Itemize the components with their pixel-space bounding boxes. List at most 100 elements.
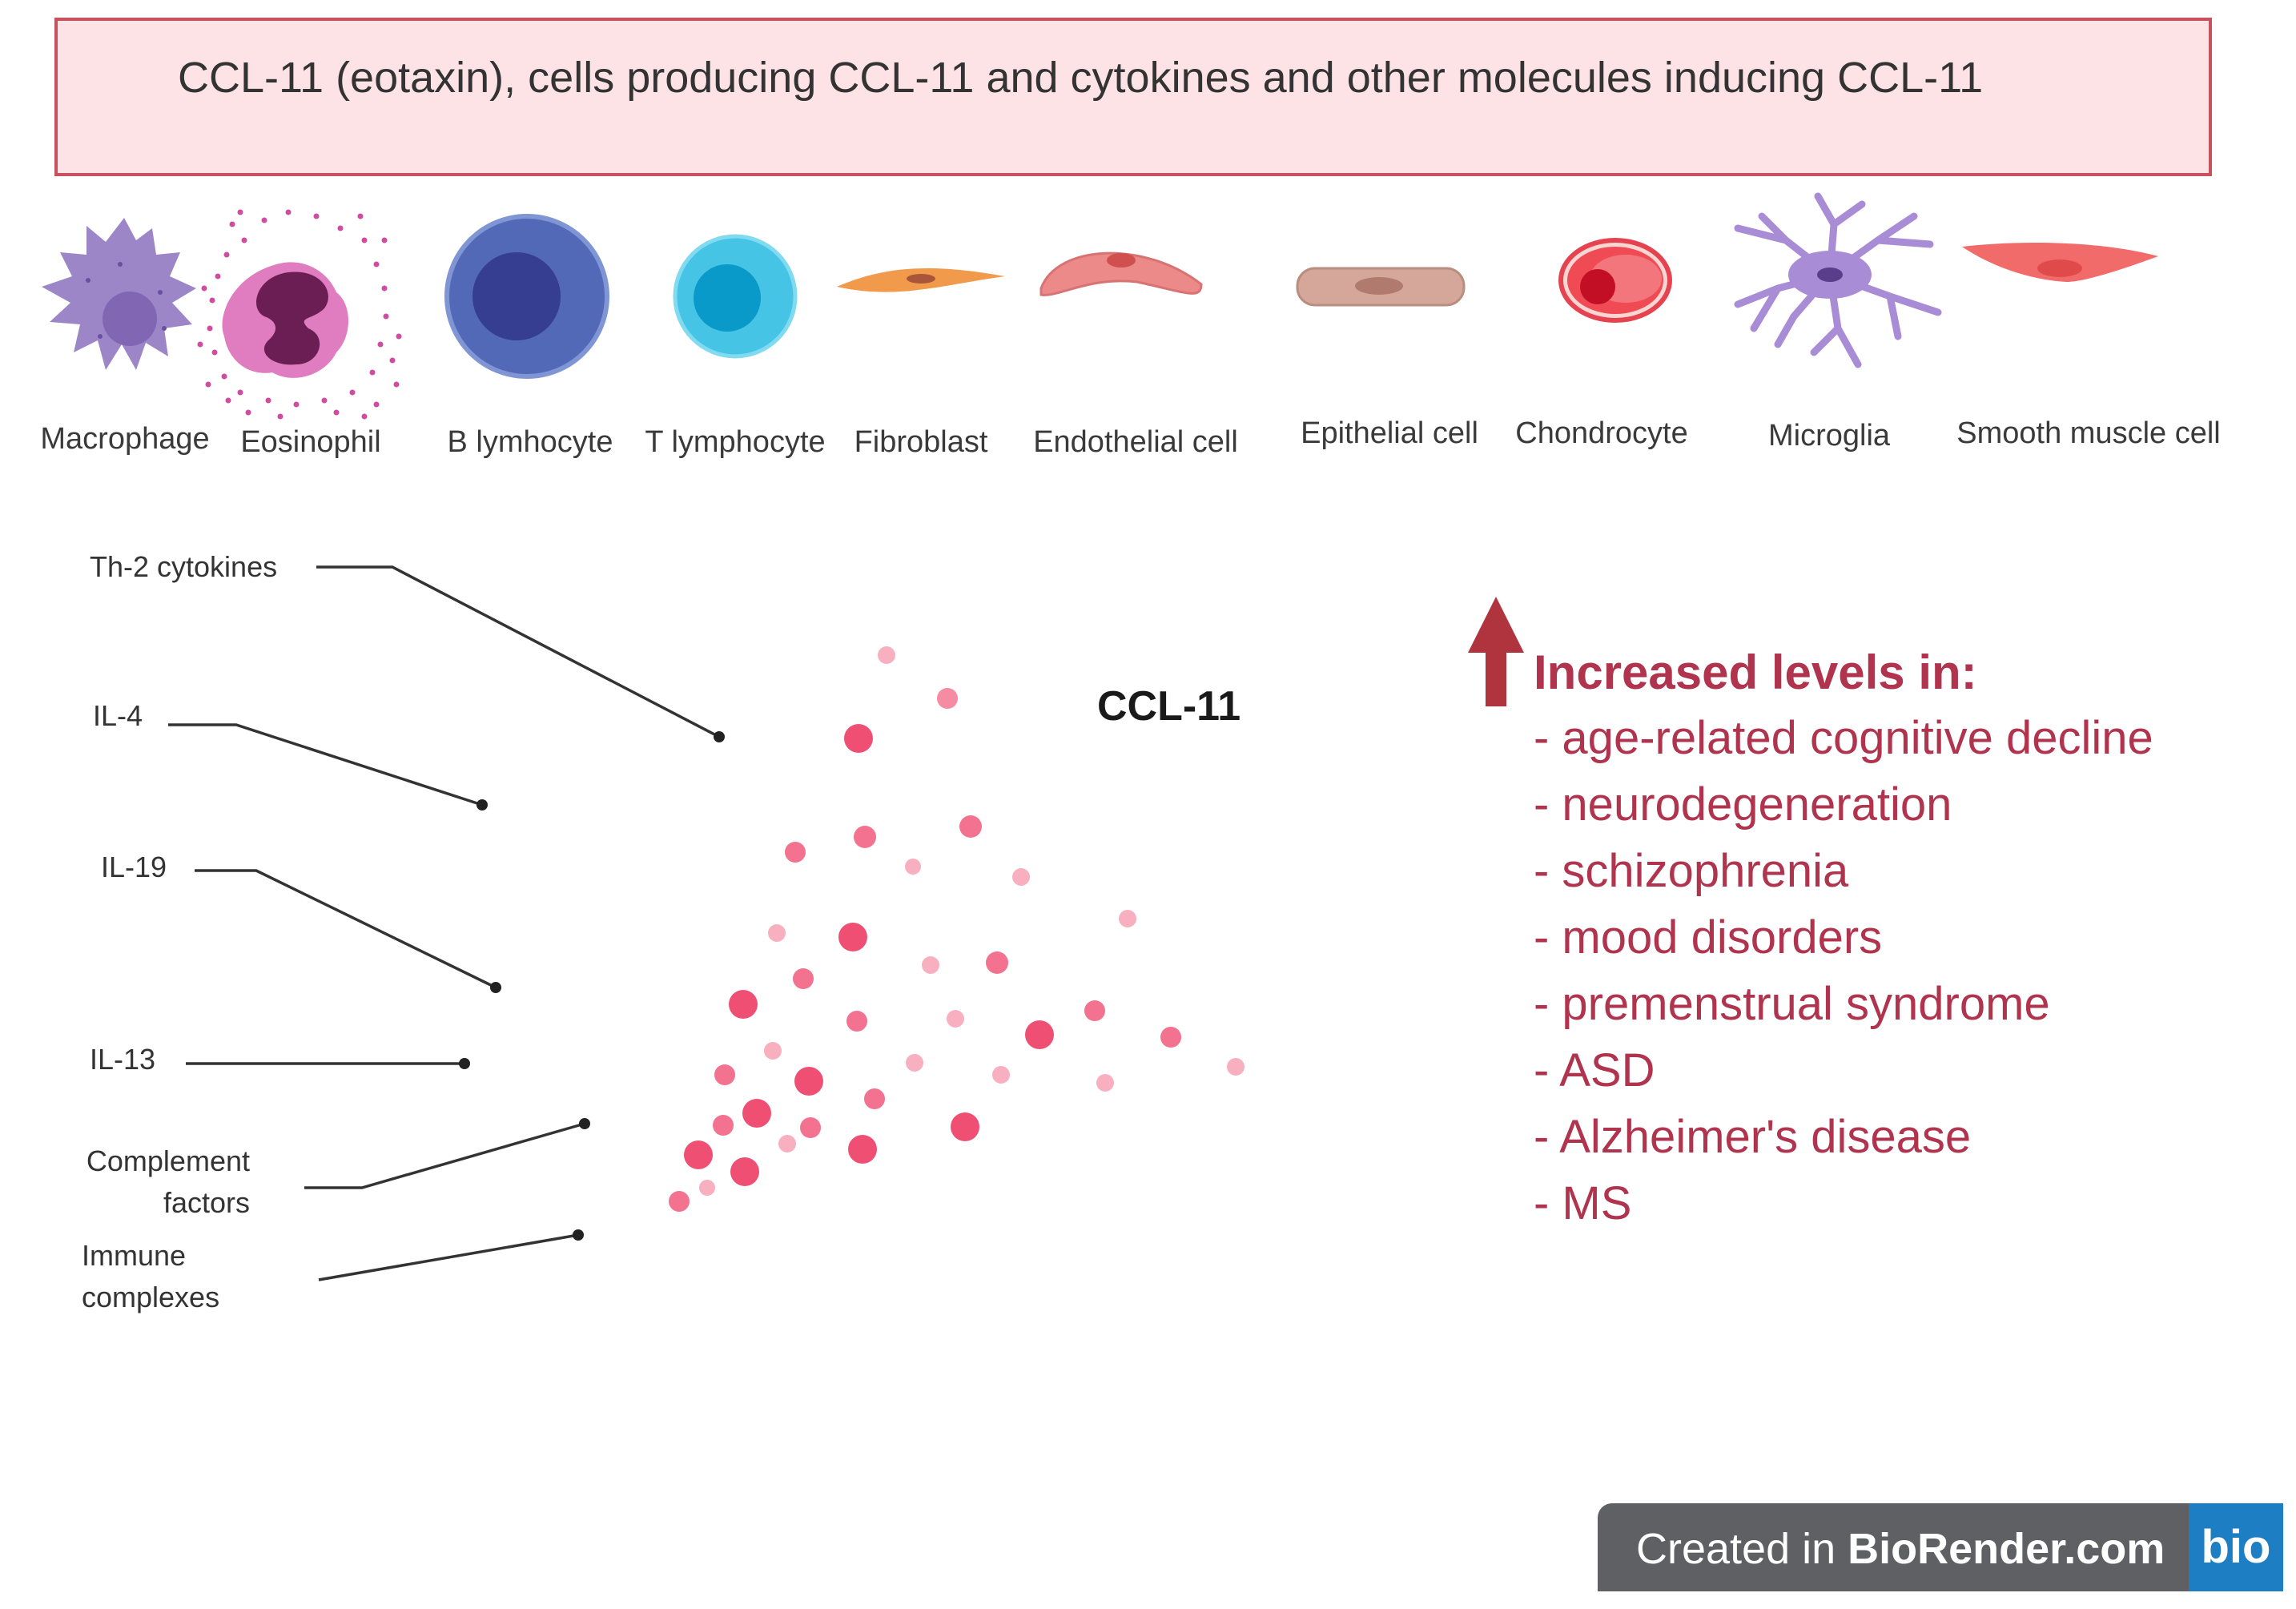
up-arrow-icon [1468, 597, 1524, 706]
b-lymphocyte-icon [444, 214, 609, 379]
eosinophil-granule [209, 297, 215, 304]
connector-end-il4 [476, 799, 488, 811]
ccl11-molecule-dot [947, 1010, 964, 1028]
eosinophil-granule [225, 397, 231, 404]
ccl11-molecule-dot [986, 951, 1008, 974]
eosinophil-granule [361, 413, 368, 420]
ccl11-molecule-dot [800, 1117, 821, 1138]
cell-label-epithelial-cell: Epithelial cell [1301, 416, 1478, 450]
stimulus-label-complement-factors: Complement factors [86, 1144, 250, 1219]
ccl11-molecule-dot [906, 1054, 923, 1072]
ccl11-molecule-dot [1160, 1027, 1181, 1048]
increased-levels-list: - age-related cognitive decline - neurod… [1534, 705, 2153, 1237]
ccl11-molecule-dot [713, 1115, 734, 1136]
ccl11-molecule-dot [951, 1112, 979, 1141]
stimulus-label-il19: IL-19 [101, 851, 167, 883]
connector-end-il19 [490, 982, 501, 993]
eosinophil-granule [221, 373, 227, 380]
eosinophil-granule [383, 313, 389, 320]
eosinophil-granule [293, 401, 300, 408]
cell-label-eosinophil: Eosinophil [240, 425, 381, 459]
ccl11-molecule-dot [878, 646, 895, 664]
condition-item: - mood disorders [1534, 911, 1883, 963]
eosinophil-granule [349, 389, 356, 396]
macrophage-icon [42, 218, 196, 370]
eosinophil-granule [361, 237, 368, 243]
eosinophil-granule [277, 413, 283, 420]
badge-prefix: Created in [1636, 1525, 1848, 1573]
cell-label-t-lymphocyte: T lymphocyte [645, 425, 826, 459]
ccl11-molecule-dot [864, 1088, 885, 1109]
eosinophil-granule [201, 285, 207, 292]
cell-label-microglia: Microglia [1767, 419, 1891, 453]
connector-complement [304, 1122, 585, 1189]
ccl11-molecule-dot [729, 990, 758, 1019]
title-text: CCL-11 (eotaxin), cells producing CCL-11… [178, 54, 1984, 102]
eosinophil-granule [207, 325, 213, 332]
eosinophil-granule [337, 225, 344, 231]
eosinophil-granule [373, 401, 380, 408]
ccl11-molecule-dot [854, 826, 876, 848]
eosinophil-granule [245, 409, 251, 416]
connector-end-th2 [714, 731, 725, 742]
eosinophil-granule [285, 209, 292, 215]
eosinophil-granule [396, 333, 402, 340]
eosinophil-granule [321, 397, 328, 404]
cell-label-macrophage: Macrophage [40, 422, 210, 456]
ccl11-molecule-dot [1012, 868, 1030, 886]
eosinophil-granule [377, 341, 384, 348]
eosinophil-granule [381, 285, 388, 292]
stimulus-connectors [168, 565, 725, 1281]
ccl11-molecule-dot [937, 688, 958, 709]
eosinophil-granule [197, 341, 203, 348]
ccl11-molecule-dot [905, 859, 921, 875]
badge-text: Created in BioRender.com [1636, 1524, 2165, 1574]
biorender-logo-icon: bio [2189, 1503, 2283, 1591]
ccl11-molecule-dot [764, 1042, 782, 1060]
eosinophil-granule [205, 381, 211, 388]
ccl11-molecule-dot [992, 1066, 1010, 1084]
ccl11-molecule-dot [794, 1067, 823, 1096]
ccl11-molecule-dot [684, 1140, 713, 1169]
eosinophil-granule [261, 217, 267, 223]
cell-label-chondrocyte: Chondrocyte [1515, 416, 1688, 450]
connector-end-immune [573, 1229, 584, 1241]
eosinophil-granule [237, 389, 243, 396]
ccl11-molecule-dot [785, 842, 806, 863]
endothelial-cell-icon [1039, 251, 1203, 296]
cell-label-b-lymphocyte: B lymhocyte [447, 425, 613, 459]
eosinophil-granule [215, 273, 221, 280]
ccl11-molecule-dot [1119, 910, 1136, 927]
eosinophil-granule [369, 369, 376, 376]
ccl11-molecule-dot [1096, 1074, 1114, 1092]
ccl11-molecule-dot [838, 923, 867, 951]
ccl11-molecule-dot [846, 1011, 867, 1032]
connector-il19 [195, 869, 497, 989]
condition-item: - age-related cognitive decline [1534, 712, 2153, 764]
eosinophil-granule [373, 261, 380, 267]
condition-item: - schizophrenia [1534, 845, 1849, 897]
ccl11-molecule-dot [730, 1157, 759, 1186]
ccl11-molecule-dot [1227, 1058, 1245, 1076]
eosinophil-granule [393, 381, 400, 388]
badge-brand: BioRender.com [1848, 1525, 2165, 1573]
condition-item: - MS [1534, 1177, 1632, 1229]
smooth-muscle-cell-icon [1962, 243, 2158, 282]
fibroblast-icon [837, 268, 1005, 292]
chondrocyte-icon [1558, 238, 1672, 323]
ccl11-molecule-dot [1084, 1000, 1105, 1021]
ccl11-molecule-dot [742, 1099, 771, 1128]
eosinophil-icon [197, 209, 402, 420]
microglia-icon [1734, 192, 1942, 368]
eosinophil-granule [211, 349, 218, 356]
stimulus-label-th2-cytokines: Th-2 cytokines [90, 550, 278, 583]
biorender-badge[interactable]: Created in BioRender.com bio [1598, 1503, 2283, 1591]
stimulus-label-immune-complexes: Immune complexes [82, 1239, 220, 1313]
connector-end-complement [579, 1118, 590, 1129]
ccl11-molecule-dot [669, 1191, 690, 1212]
ccl11-molecule-dot [793, 968, 814, 989]
eosinophil-granule [313, 213, 320, 219]
stimulus-label-il13: IL-13 [90, 1043, 156, 1076]
